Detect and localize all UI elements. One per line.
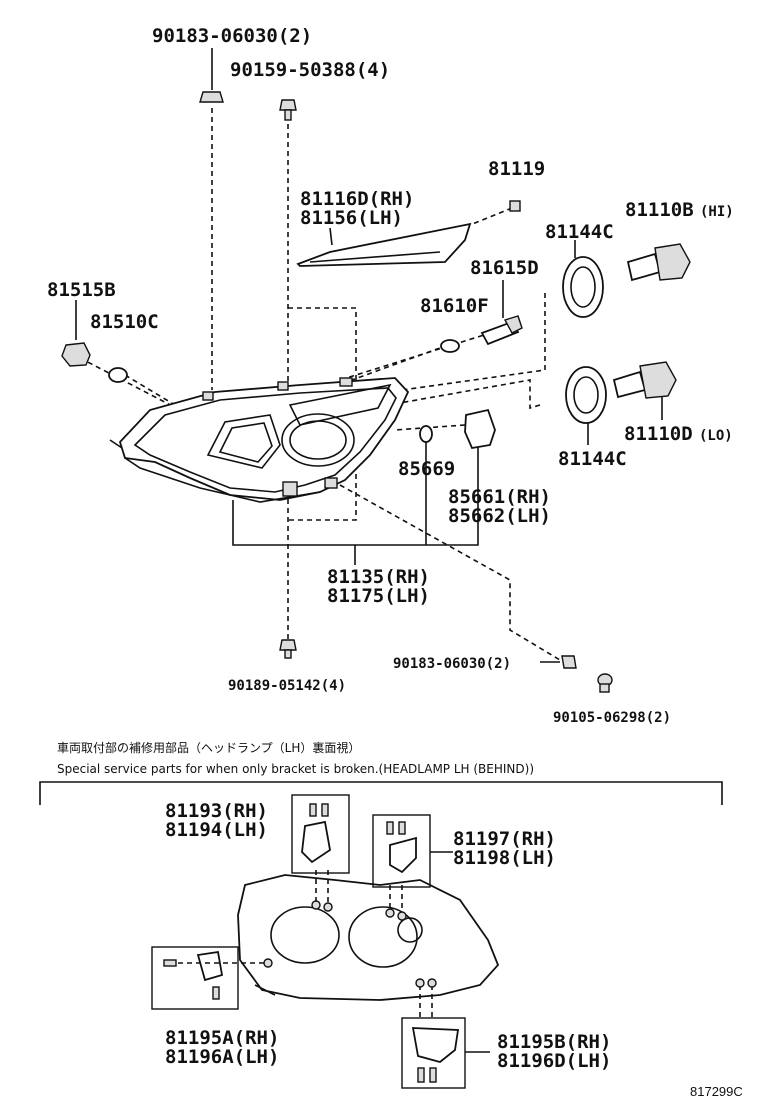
callout-81110D-lo: (LO) bbox=[699, 428, 733, 444]
callout-81610F: 81610F bbox=[420, 295, 489, 317]
note-japanese: 車両取付部の補修用部品（ヘッドランプ（LH）裏面視） bbox=[57, 740, 360, 755]
bulb-81610F bbox=[440, 339, 460, 353]
callout-81144C-low: 81144C bbox=[558, 448, 627, 470]
diagram-code: 817299C bbox=[690, 1084, 743, 1099]
leader-90183-low bbox=[339, 484, 561, 661]
bulb-81510C bbox=[108, 367, 128, 383]
callout-81144C-top: 81144C bbox=[545, 221, 614, 243]
lower-section-frame bbox=[39, 781, 723, 805]
label-81196D: 81196D(LH) bbox=[497, 1050, 611, 1072]
callout-85662: 85662(LH) bbox=[448, 505, 551, 527]
callout-85661: 85661(RH) bbox=[448, 486, 551, 508]
callout-90183-low: 90183-06030(2) bbox=[393, 656, 511, 672]
leader-81515 bbox=[79, 357, 181, 411]
socket-81615D bbox=[480, 315, 523, 346]
clip-90183-low bbox=[561, 655, 577, 669]
callout-81119: 81119 bbox=[488, 158, 545, 180]
label-81194: 81194(LH) bbox=[165, 819, 268, 841]
bulb-81110D-lo bbox=[612, 361, 677, 399]
headlamp-rear-view bbox=[237, 874, 500, 1001]
headlamp-assembly bbox=[109, 377, 410, 503]
callout-90183-top: 90183-06030(2) bbox=[152, 25, 312, 47]
callout-90159: 90159-50388(4) bbox=[230, 59, 390, 81]
screw-81119 bbox=[509, 200, 521, 212]
leader-81510 bbox=[124, 374, 176, 406]
callout-90105: 90105-06298(2) bbox=[553, 710, 671, 726]
callout-90189: 90189-05142(4) bbox=[228, 678, 346, 694]
callout-81110B-hi: (HI) bbox=[700, 204, 734, 220]
label-81195A: 81195A(RH) bbox=[165, 1027, 279, 1049]
callout-81175: 81175(LH) bbox=[327, 585, 430, 607]
callout-81515B: 81515B bbox=[47, 279, 116, 301]
bulb-81110B-hi bbox=[626, 243, 691, 282]
leader-85661 bbox=[394, 424, 466, 431]
leader-81615 bbox=[339, 329, 501, 381]
callout-85669: 85669 bbox=[398, 458, 455, 480]
oring-85669 bbox=[419, 425, 433, 443]
cap-81144C-top bbox=[562, 256, 604, 318]
callout-81110D: 81110D bbox=[624, 423, 693, 445]
bracket-kit-81195B bbox=[401, 978, 490, 1089]
bracket-kit-81193 bbox=[291, 794, 350, 912]
socket-81515B bbox=[61, 342, 91, 367]
label-81195B: 81195B(RH) bbox=[497, 1031, 611, 1053]
note-english: Special service parts for when only brac… bbox=[57, 762, 534, 776]
leader-81144-top bbox=[344, 293, 546, 399]
callout-81510C: 81510C bbox=[90, 311, 159, 333]
trim-strip-line bbox=[309, 251, 441, 263]
callout-81156: 81156(LH) bbox=[300, 207, 403, 229]
cap-81144C-low bbox=[565, 366, 607, 424]
callout-81615D: 81615D bbox=[470, 257, 539, 279]
leader-81116 bbox=[329, 227, 333, 246]
clip-90183-top bbox=[199, 91, 224, 103]
screw-90189 bbox=[279, 639, 297, 659]
screw-90105 bbox=[597, 673, 613, 693]
label-81193: 81193(RH) bbox=[165, 800, 268, 822]
bracket-kit-81195A bbox=[151, 946, 273, 1010]
callout-81110B: 81110B bbox=[625, 199, 694, 221]
callout-81135: 81135(RH) bbox=[327, 566, 430, 588]
callout-81116D: 81116D(RH) bbox=[300, 188, 414, 210]
label-81197: 81197(RH) bbox=[453, 828, 556, 850]
motor-85661 bbox=[464, 408, 496, 450]
bracket-kit-81197 bbox=[372, 814, 453, 921]
label-81196A: 81196A(LH) bbox=[165, 1046, 279, 1068]
label-81198: 81198(LH) bbox=[453, 847, 556, 869]
leader-81119 bbox=[469, 207, 513, 226]
screw-90159 bbox=[279, 99, 297, 121]
trim-strip bbox=[296, 222, 472, 267]
